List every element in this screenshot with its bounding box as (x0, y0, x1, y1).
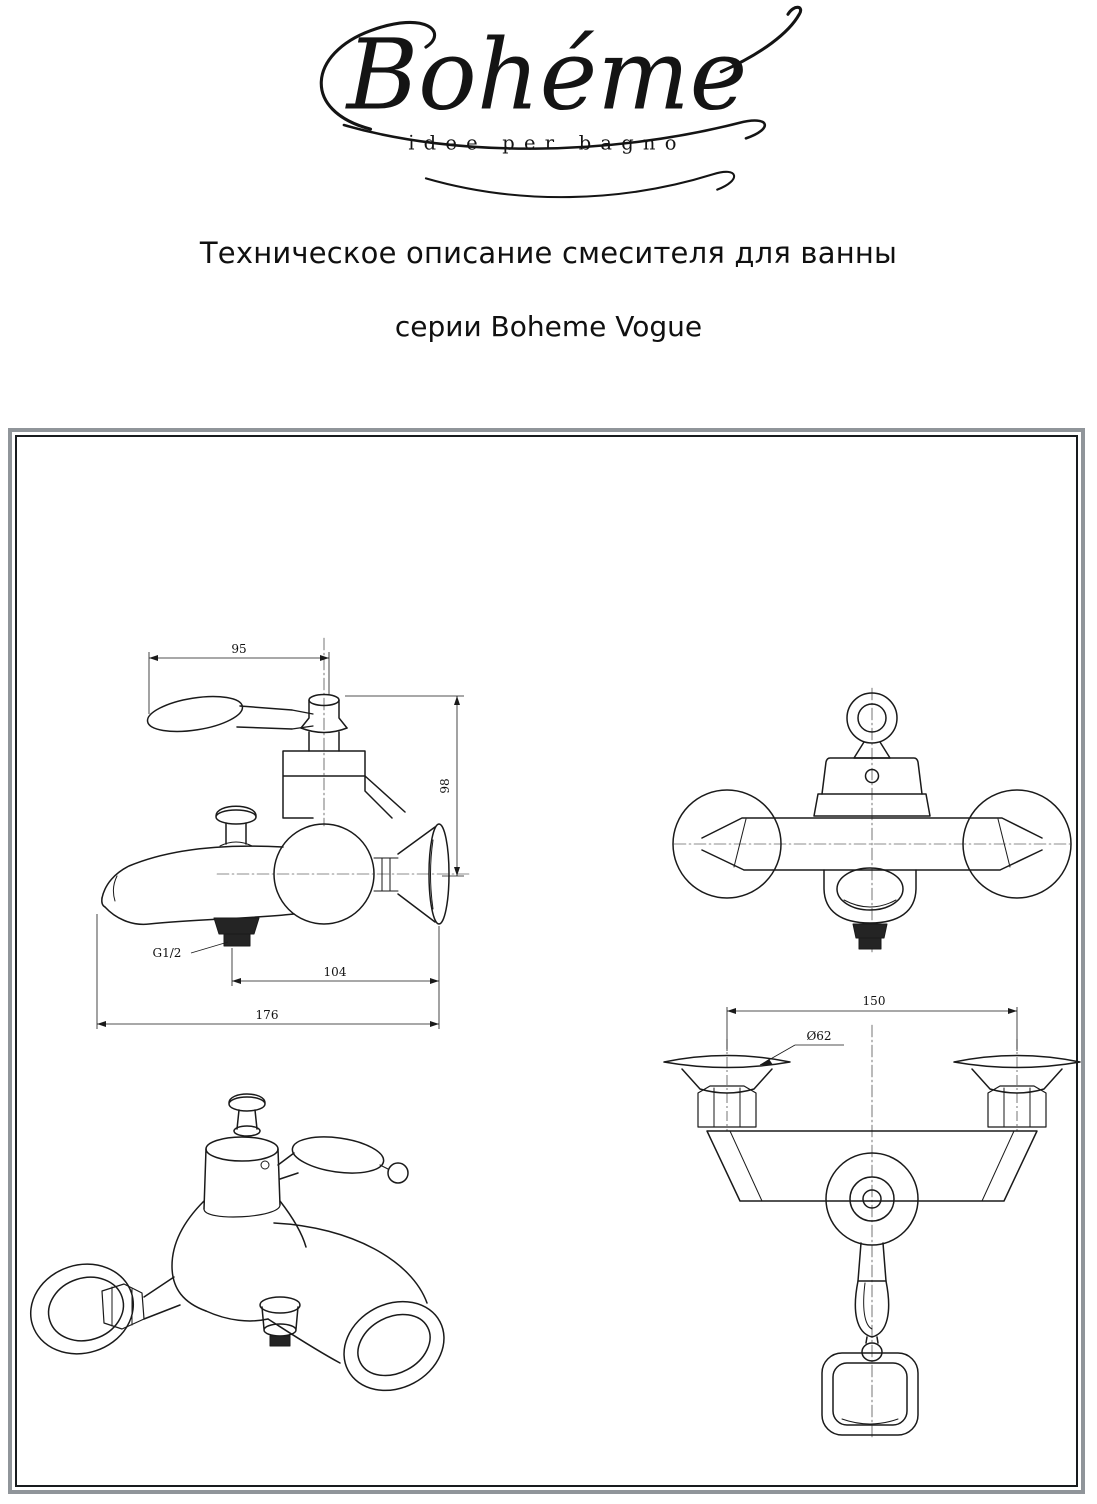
brand-name: Bohéme (344, 19, 747, 132)
document-title: Техническое описание смесителя для ванны (199, 236, 898, 270)
title-block: Техническое описание смесителя для ванны… (0, 236, 1097, 343)
drawing-frame-inner: 95 98 104 176 G1/2 (15, 435, 1081, 1487)
centerline (216, 637, 473, 875)
mixer-body (706, 1130, 1038, 1202)
logo-flourishes (319, 5, 802, 199)
handle-block (821, 757, 923, 795)
spout-bracket (823, 869, 917, 924)
drawing-frame: 95 98 104 176 G1/2 (8, 428, 1085, 1494)
dimension-label-150: 150 (863, 994, 886, 1008)
wall-flange-right (962, 789, 1072, 899)
handle-ring (846, 692, 898, 744)
dimension-label-95: 95 (231, 642, 246, 656)
drawing-front-dimension-view: 150 Ø62 (663, 994, 1081, 1438)
diverter-knob (215, 805, 257, 817)
hex-nut-left (697, 1085, 757, 1128)
dimension-label-176: 176 (256, 1008, 279, 1022)
handle-hub (825, 1152, 919, 1246)
hex-nut-right (987, 1085, 1047, 1128)
wall-flange (29, 1263, 135, 1355)
dimension-label-98: 98 (438, 778, 452, 793)
diverter-knob (228, 1093, 266, 1104)
brand-logo: Bohéme idee per bagno (269, 4, 829, 208)
cartridge (205, 1136, 279, 1162)
dimension-lines (726, 1007, 1018, 1131)
handle-grip (146, 695, 244, 733)
escutcheon-left (663, 1054, 791, 1069)
mixer-body (171, 1200, 207, 1312)
dimension-label-104: 104 (324, 965, 347, 979)
dimension-label-diameter: Ø62 (806, 1029, 831, 1043)
handle-lever (857, 1242, 887, 1282)
brand-tagline: idee per bagno (408, 132, 685, 155)
handle-lever (277, 1152, 299, 1180)
spout (101, 845, 284, 899)
spout (273, 1222, 428, 1304)
dimension-lines (96, 652, 464, 1029)
centerline (673, 687, 1071, 953)
thread-size-label: G1/2 (153, 946, 182, 960)
drawing-side-view: 95 98 104 176 G1/2 (96, 637, 473, 1029)
mixer-body (701, 817, 1043, 871)
shower-outlet (213, 917, 260, 935)
shower-outlet (852, 923, 888, 939)
wall-flange-left (672, 789, 782, 899)
drawing-perspective-view (29, 1093, 445, 1392)
drawing-front-view (672, 687, 1072, 953)
spout-front (821, 1352, 919, 1436)
document-page: Bohéme idee per bagno Техническое описан… (0, 4, 1097, 1494)
shower-outlet (259, 1296, 301, 1314)
escutcheon-right (953, 1054, 1081, 1069)
document-subtitle: серии Boheme Vogue (394, 310, 703, 343)
valve-body (273, 823, 375, 925)
brand-logo-svg: Bohéme idee per bagno (319, 5, 802, 199)
wall-flange (397, 826, 436, 923)
